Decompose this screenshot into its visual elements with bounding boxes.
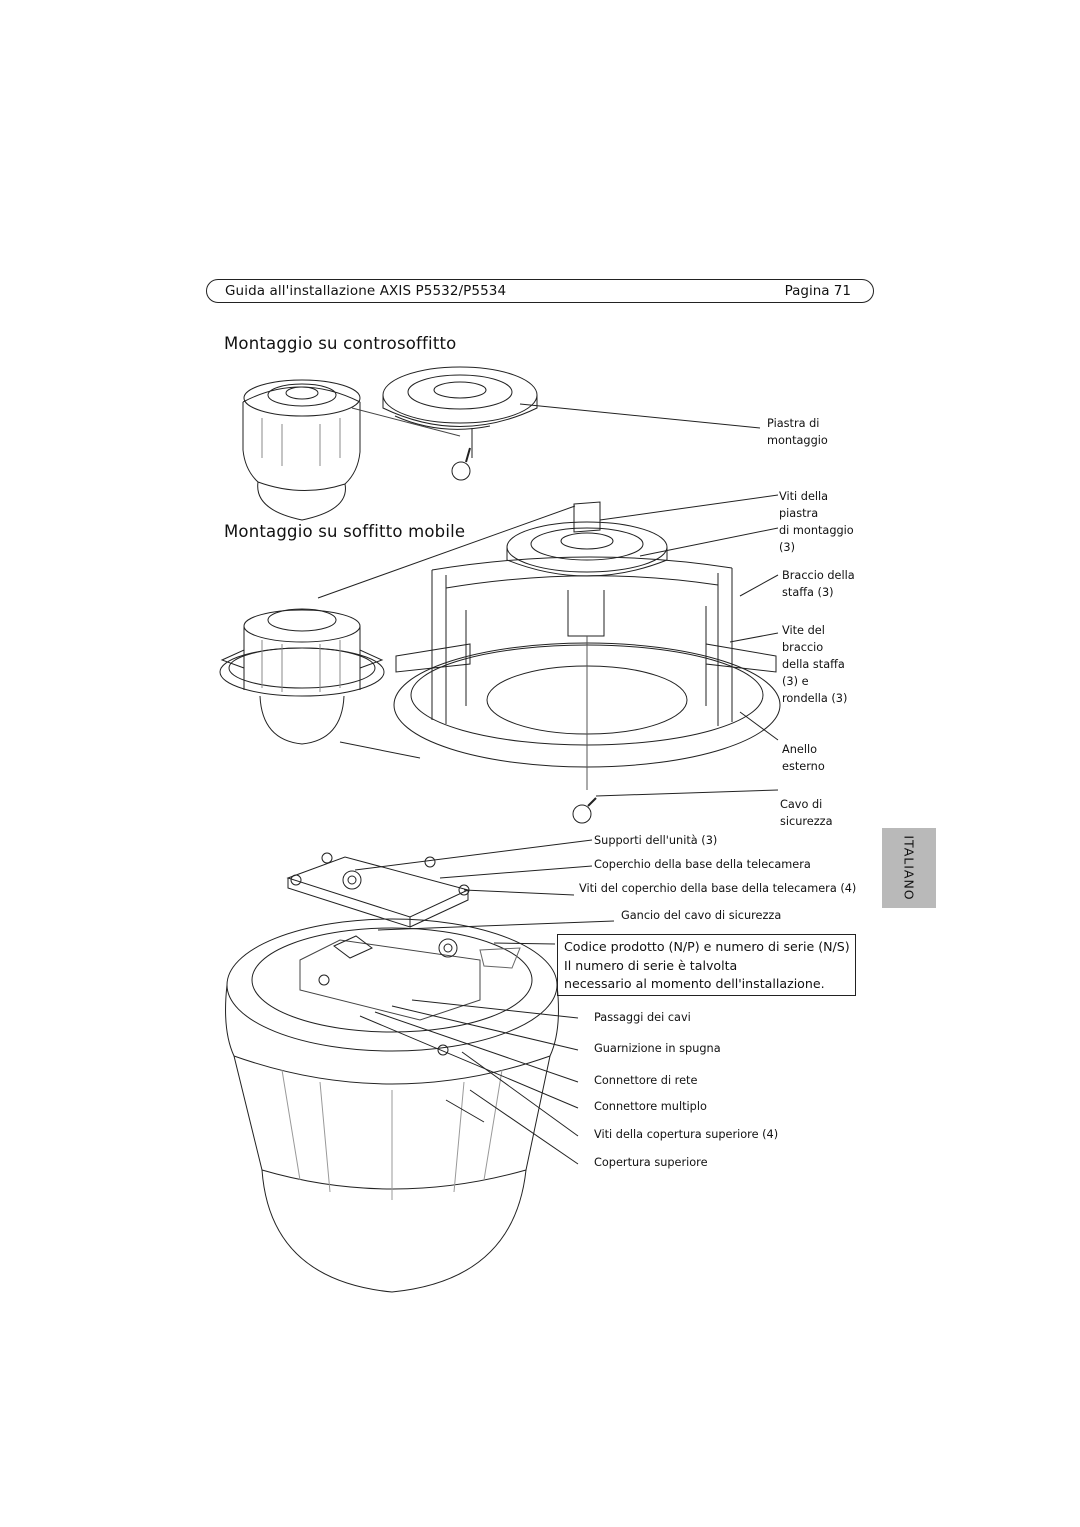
label-foam-gasket: Guarnizione in spugna: [594, 1042, 721, 1055]
label-multi-connector: Connettore multiplo: [594, 1100, 707, 1113]
label-network-connector: Connettore di rete: [594, 1074, 698, 1087]
document-title: Guida all'installazione AXIS P5532/P5534: [225, 283, 507, 299]
language-tab-label: ITALIANO: [901, 835, 917, 901]
drop-ceiling-bracket-assembly: [393, 501, 781, 790]
label-arm-screw: Vite del braccio della staffa (3) e rond…: [782, 624, 848, 705]
label-mounting-plate: Piastra di montaggio: [767, 417, 828, 447]
note-line-3: necessario al momento dell'installazione…: [564, 976, 825, 991]
label-safety-wire: Cavo di sicurezza: [780, 798, 833, 828]
section-title-drop-ceiling: Montaggio su soffitto mobile: [224, 522, 466, 541]
dome-camera-drop-ceiling: [219, 608, 385, 745]
note-line-1: Codice prodotto (N/P) e numero di serie …: [564, 939, 850, 954]
section-title-ceiling-tile: Montaggio su controsoffitto: [224, 334, 457, 353]
mounting-plate-top: [382, 366, 538, 481]
label-top-cover: Copertura superiore: [594, 1156, 708, 1169]
serial-number-note: Codice prodotto (N/P) e numero di serie …: [557, 934, 856, 996]
safety-wire-loop: [572, 804, 592, 824]
label-base-cover-screws: Viti del coperchio della base della tele…: [579, 882, 857, 895]
leader-line: [519, 403, 761, 429]
page-header: Guida all'installazione AXIS P5532/P5534…: [206, 279, 874, 303]
label-plate-screws: Viti della piastra di montaggio (3): [779, 490, 854, 554]
page-number: Pagina 71: [784, 283, 851, 299]
label-bracket-arm: Braccio della staffa (3): [782, 569, 855, 599]
label-safety-hook: Gancio del cavo di sicurezza: [621, 909, 782, 922]
language-tab: ITALIANO: [882, 828, 936, 908]
label-cable-passages: Passaggi dei cavi: [594, 1011, 691, 1024]
label-unit-supports: Supporti dell'unità (3): [594, 834, 718, 847]
label-outer-ring: Anello esterno: [782, 743, 825, 773]
label-top-cover-screws: Viti della copertura superiore (4): [594, 1128, 779, 1141]
label-base-cover: Coperchio della base della telecamera: [594, 858, 811, 871]
note-line-2: Il numero di serie è talvolta: [564, 957, 738, 973]
dome-camera-exploded: [225, 852, 559, 1293]
dome-camera-ceiling-tile: [242, 379, 361, 521]
